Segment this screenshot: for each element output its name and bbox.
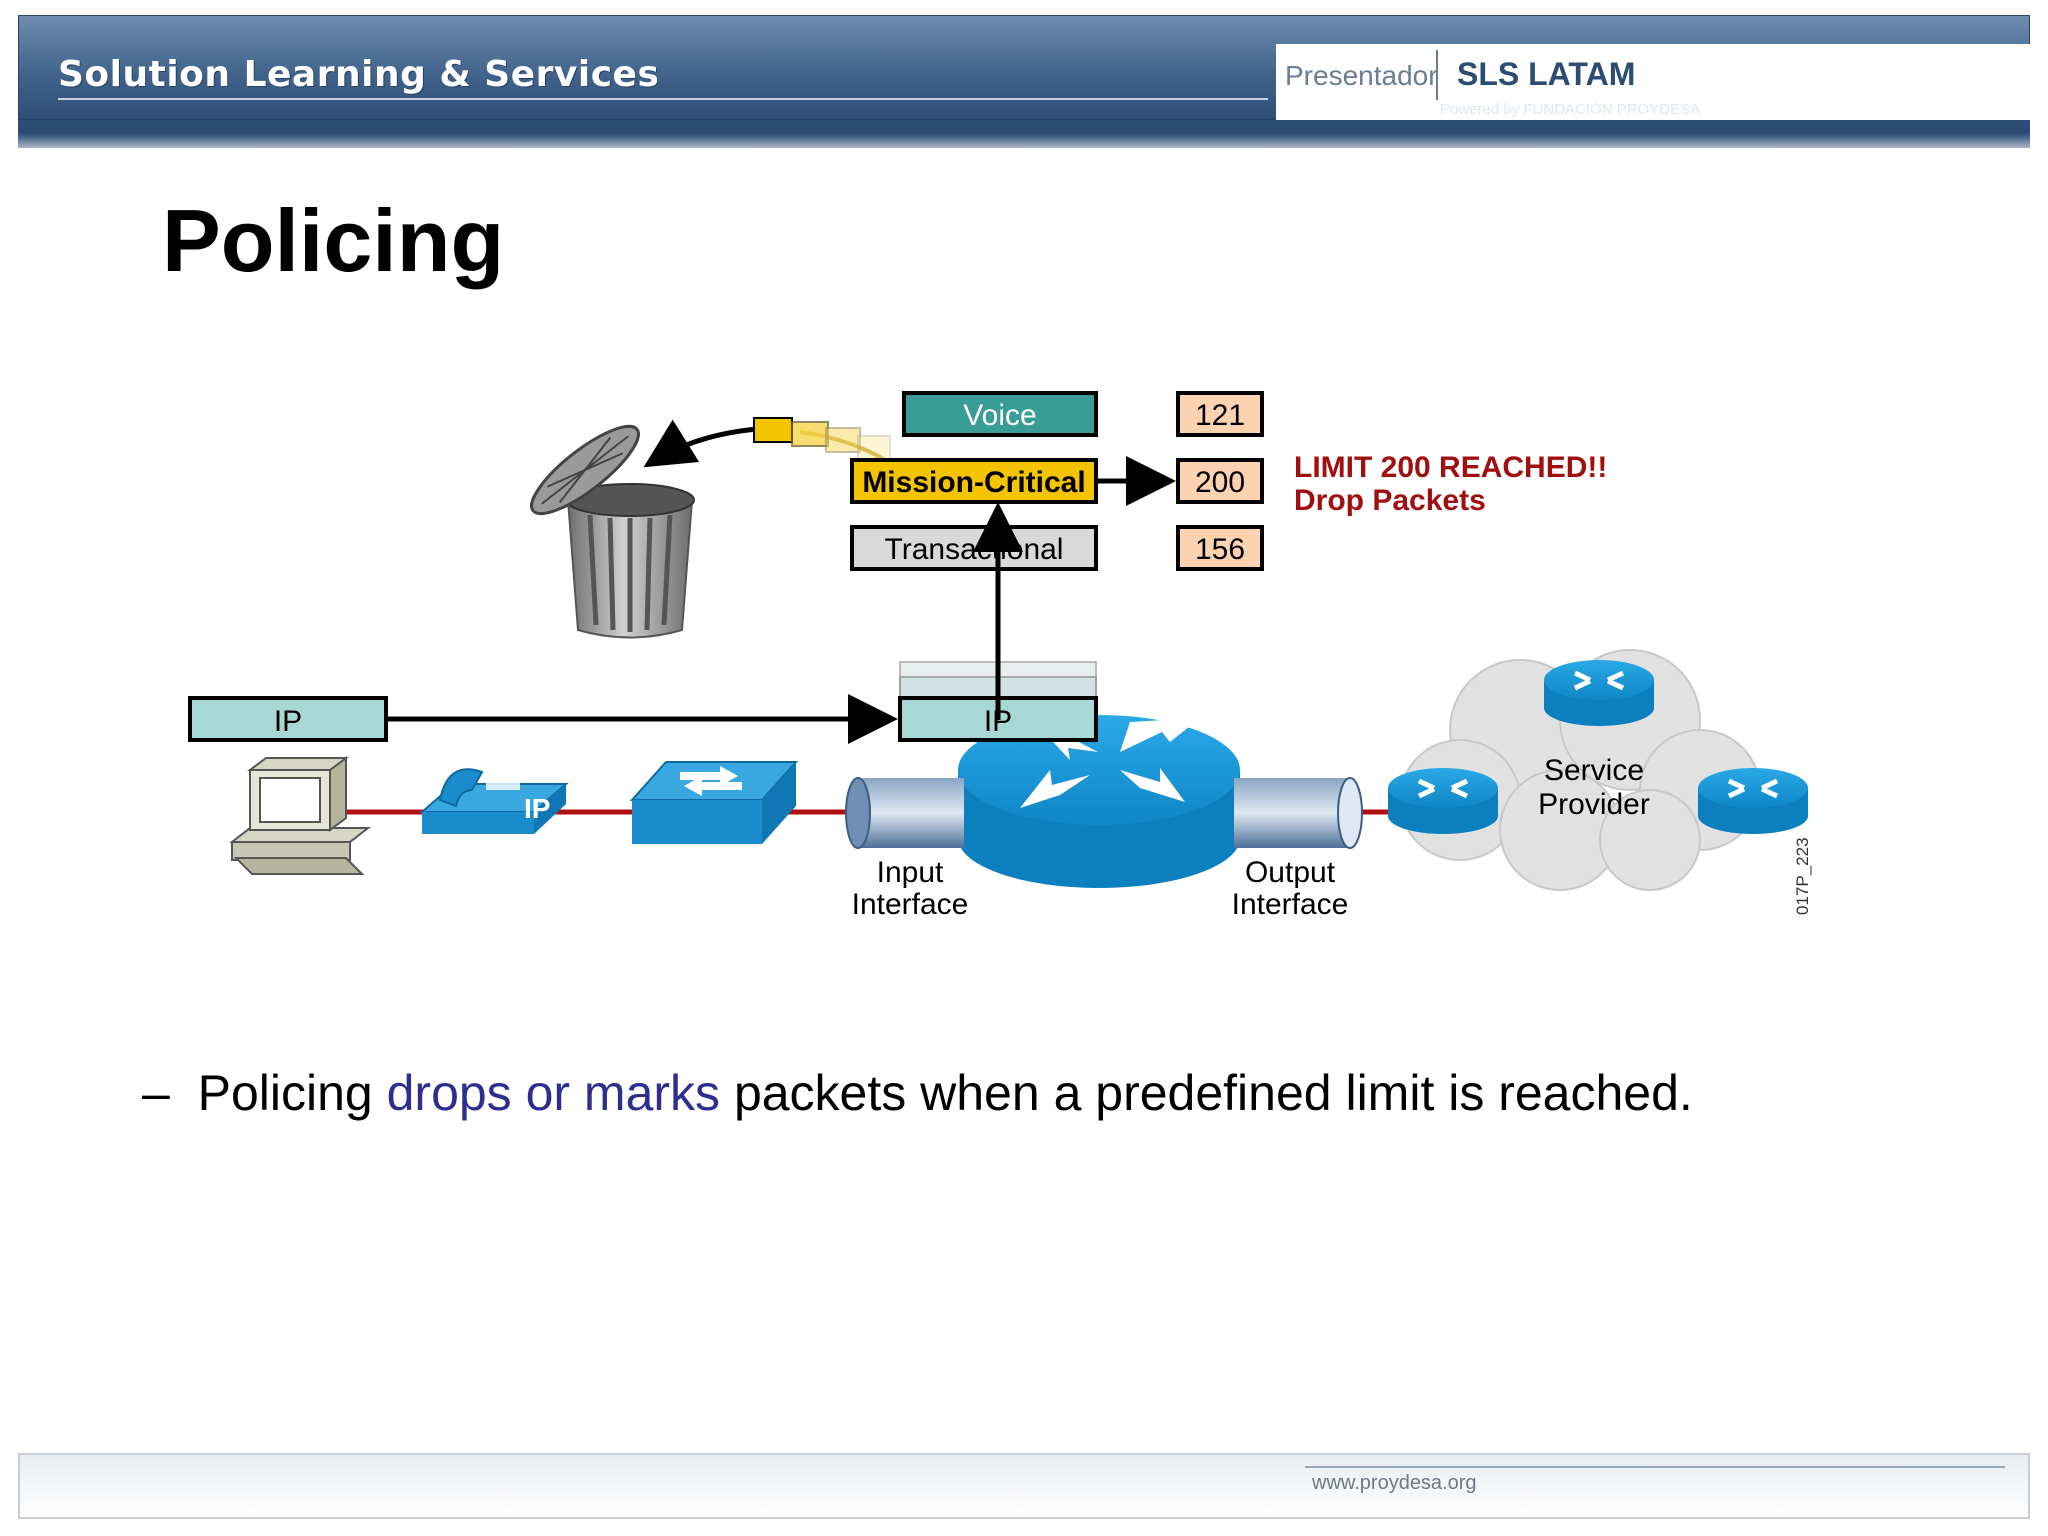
count-transactional-value: 156: [1195, 533, 1245, 566]
count-voice-value: 121: [1195, 399, 1245, 432]
bullet-before: Policing: [197, 1065, 387, 1121]
input-interface-label-2: Interface: [852, 888, 969, 921]
queue-voice: Voice: [902, 391, 1098, 437]
header-title: Solution Learning & Services: [58, 54, 660, 95]
brand-box: [1276, 44, 2030, 120]
queue-transactional: Transactional: [850, 525, 1098, 571]
brand-name: SLS LATAM: [1457, 56, 1636, 92]
bullet-text: – Policing drops or marks packets when a…: [142, 1064, 1693, 1122]
bullet-dash: –: [142, 1065, 170, 1121]
input-interface-pipe: [845, 777, 964, 849]
output-interface-label-2: Interface: [1232, 888, 1349, 921]
policing-diagram: Voice Mission-Critical Transactional 121…: [188, 391, 1812, 921]
queue-transactional-label: Transactional: [885, 533, 1064, 566]
brand-divider: [1436, 50, 1438, 100]
alert-line-1: LIMIT 200 REACHED!!: [1294, 451, 1607, 484]
count-mission-critical-value: 200: [1195, 466, 1245, 499]
header-shadow: [18, 134, 2030, 148]
powered-by: Powered by FUNDACIÓN PROYDESA: [1440, 101, 1701, 118]
header-underline: [58, 98, 1268, 100]
dropped-packet-3: [825, 427, 861, 453]
count-transactional: 156: [1176, 525, 1264, 571]
count-mission-critical: 200: [1176, 458, 1264, 504]
output-interface-label-1: Output: [1245, 856, 1336, 889]
switch-icon: [629, 761, 799, 844]
incoming-packet: IP: [188, 696, 388, 742]
incoming-packet-label: IP: [274, 705, 302, 738]
queue-mission-critical: Mission-Critical: [850, 458, 1098, 504]
footer-bar: [18, 1453, 2030, 1519]
dropped-packet-1: [753, 417, 793, 443]
provider-router-left-icon: [1388, 768, 1498, 834]
input-interface-label-1: Input: [877, 856, 944, 889]
count-voice: 121: [1176, 391, 1264, 437]
output-interface-pipe: [1234, 777, 1363, 849]
drop-arrow: [643, 419, 771, 468]
pc-icon: [229, 756, 371, 875]
header-bottom-bar: [18, 120, 2030, 134]
footer-url: www.proydesa.org: [1312, 1472, 1477, 1494]
cloud-label-2: Provider: [1538, 788, 1650, 821]
trash-can-icon: [530, 424, 695, 639]
cloud-label-1: Service: [1544, 754, 1644, 787]
alert-line-2: Drop Packets: [1294, 484, 1486, 517]
ip-phone-icon: IP: [419, 768, 569, 834]
bullet-highlight: drops or marks: [386, 1065, 721, 1121]
queue-voice-label: Voice: [963, 399, 1036, 432]
footer-line: [1305, 1466, 2005, 1468]
page-title: Policing: [162, 191, 505, 290]
figure-id: 017P_223: [1793, 837, 1812, 915]
presenter-label: Presentador: [1285, 60, 1438, 91]
phone-ip-label: IP: [524, 793, 550, 824]
dropped-packet-4: [857, 435, 891, 461]
provider-router-right-icon: [1698, 768, 1808, 834]
bullet-after: packets when a predefined limit is reach…: [720, 1065, 1693, 1121]
provider-router-top-icon: [1544, 660, 1654, 726]
dropped-packet-2: [791, 421, 829, 447]
queue-mission-critical-label: Mission-Critical: [862, 466, 1085, 499]
